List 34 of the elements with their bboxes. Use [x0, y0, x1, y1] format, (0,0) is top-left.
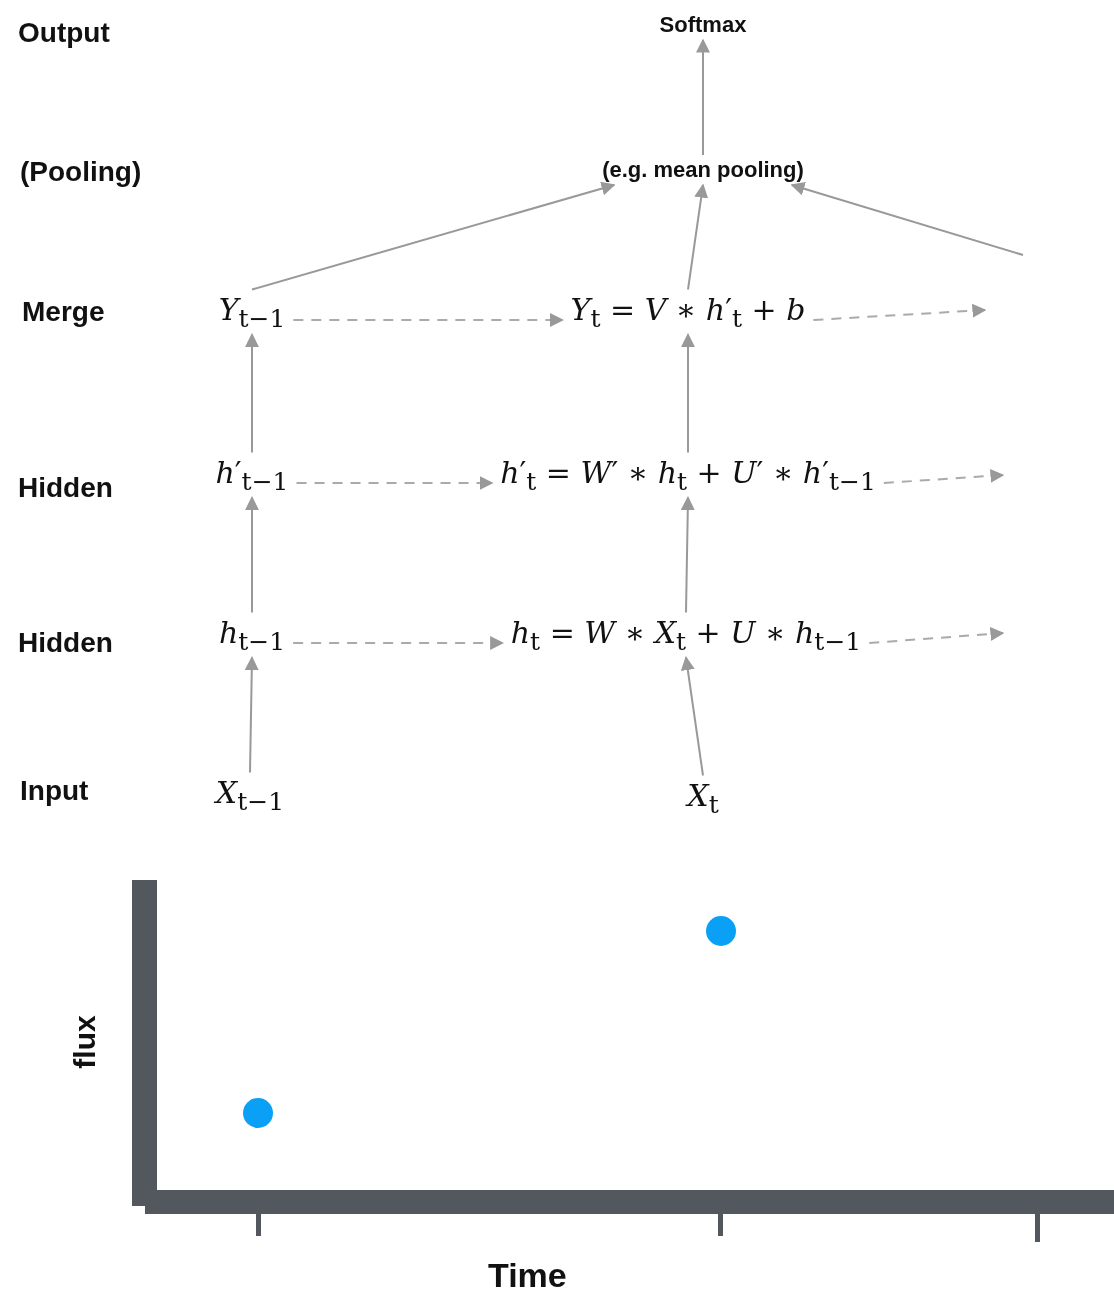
- arrow: [681, 333, 695, 454]
- row-label: Hidden: [18, 627, 113, 659]
- equation: h′$_{t}$ = W′ ∗ h$_{t}$ + U′ ∗ h′$_{t−1}$: [500, 454, 876, 496]
- dashed-arrow: [882, 468, 1005, 484]
- arrow: [245, 496, 259, 614]
- axis-label: flux: [68, 1015, 102, 1069]
- output-label: Softmax: [659, 12, 747, 38]
- equation: X$_{t−1}$: [215, 774, 285, 816]
- equation: Y$_{t}$ = V ∗ h′$_{t}$ + b: [570, 291, 806, 333]
- equation: h$_{t−1}$: [218, 614, 286, 656]
- equation: Y$_{t−1}$: [218, 291, 286, 333]
- dashed-arrow: [868, 626, 1005, 644]
- row-label: (Pooling): [20, 156, 142, 188]
- dashed-arrow: [812, 303, 987, 321]
- row-label: Input: [20, 775, 89, 807]
- equation: h$_{t}$ = W ∗ X$_{t}$ + U ∗ h$_{t−1}$: [510, 614, 862, 656]
- arrow: [244, 656, 259, 774]
- equation: X$_{t}$: [687, 777, 719, 819]
- row-label: Merge: [22, 296, 105, 328]
- arrow: [790, 181, 1024, 256]
- arrow: [251, 181, 616, 291]
- dashed-arrow: [295, 476, 494, 490]
- axis-label: Time: [488, 1255, 567, 1291]
- arrow: [687, 183, 709, 291]
- arrow: [245, 333, 259, 454]
- row-label: Output: [18, 17, 110, 49]
- dashed-arrow: [292, 313, 564, 327]
- arrow: [680, 496, 695, 614]
- pooling-label: (e.g. mean pooling): [602, 157, 804, 183]
- dashed-arrow: [292, 636, 505, 650]
- row-label: Hidden: [18, 472, 113, 504]
- arrow: [680, 656, 704, 777]
- equation: h′$_{t−1}$: [215, 454, 289, 496]
- arrow: [696, 38, 710, 156]
